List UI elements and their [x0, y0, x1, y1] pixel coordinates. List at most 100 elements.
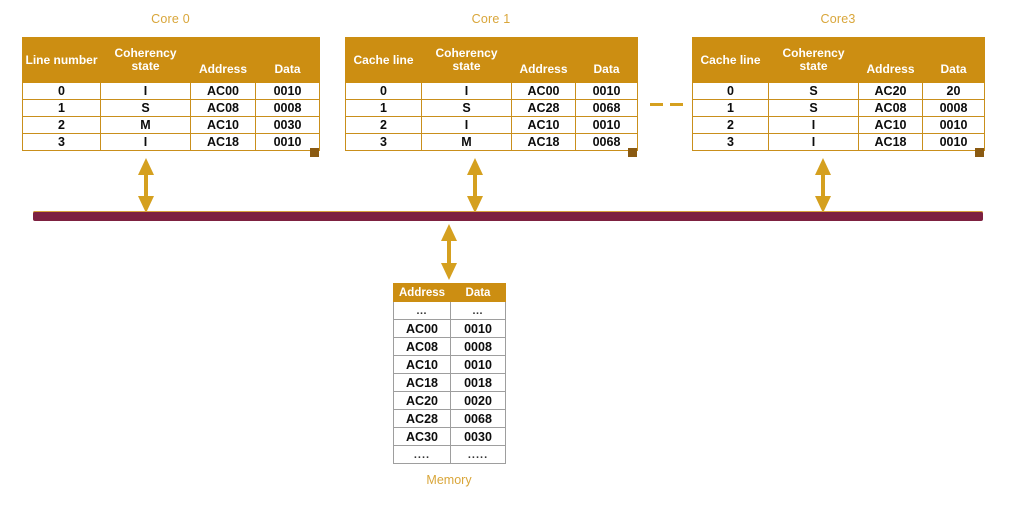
table-row: 1 S AC28 0068: [345, 99, 638, 117]
cell-data: 0010: [450, 319, 506, 338]
table-header-row: Line number Coherency state Address Data: [22, 37, 320, 83]
table-row: AC10 0010: [393, 355, 506, 374]
table-corner-shadow: [628, 148, 637, 157]
cell-address: AC10: [393, 355, 451, 374]
cell-line: 3: [22, 133, 101, 151]
cache-table-core-1: Cache line Coherency state Address Data …: [345, 37, 638, 151]
cell-state: S: [100, 99, 191, 117]
table-row: AC00 0010: [393, 319, 506, 338]
cell-address: AC20: [393, 391, 451, 410]
cell-data: 0068: [575, 133, 638, 151]
table-row: 0 S AC20 20: [692, 82, 985, 100]
column-header-coherency-state: Coherency state: [768, 37, 859, 83]
column-header-data: Data: [922, 37, 985, 83]
table-row: 1 S AC08 0008: [692, 99, 985, 117]
cell-address: AC28: [511, 99, 576, 117]
table-row: 2 I AC10 0010: [692, 116, 985, 134]
cell-data: .....: [450, 445, 506, 464]
cell-data: 0008: [922, 99, 985, 117]
cell-data: 0010: [922, 133, 985, 151]
column-header-address: Address: [393, 283, 451, 302]
column-header-data: Data: [575, 37, 638, 83]
cell-line: 0: [692, 82, 769, 100]
core-title-1: Core 1: [471, 12, 511, 26]
table-row: AC28 0068: [393, 409, 506, 428]
table-corner-shadow: [310, 148, 319, 157]
cell-state: M: [100, 116, 191, 134]
table-row: 3 I AC18 0010: [692, 133, 985, 151]
cell-state: I: [421, 116, 512, 134]
cell-address: AC08: [858, 99, 923, 117]
cell-address: AC00: [393, 319, 451, 338]
cell-address: AC18: [511, 133, 576, 151]
column-header-cache-line: Cache line: [345, 37, 422, 83]
column-header-address: Address: [858, 37, 923, 83]
cell-address: …: [393, 301, 451, 320]
column-header-data: Data: [450, 283, 506, 302]
table-row: … …: [393, 301, 506, 320]
cell-state: I: [768, 133, 859, 151]
cell-data: 0020: [450, 391, 506, 410]
table-header-row: Cache line Coherency state Address Data: [345, 37, 638, 83]
cell-data: 0008: [450, 337, 506, 356]
column-header-address: Address: [511, 37, 576, 83]
cell-state: M: [421, 133, 512, 151]
table-row: 1 S AC08 0008: [22, 99, 320, 117]
memory-label: Memory: [426, 473, 472, 487]
memory-block: Address Data … … AC00 0010 AC08 0008: [393, 283, 506, 487]
system-bus: [33, 211, 983, 221]
ellipsis-dashed-connector: [650, 103, 683, 106]
cell-line: 3: [345, 133, 422, 151]
cell-state: S: [421, 99, 512, 117]
cell-address: AC18: [190, 133, 256, 151]
table-header-row: Cache line Coherency state Address Data: [692, 37, 985, 83]
cell-address: AC30: [393, 427, 451, 446]
cell-address: AC18: [858, 133, 923, 151]
column-header-data: Data: [255, 37, 320, 83]
table-row: 0 I AC00 0010: [345, 82, 638, 100]
cell-line: 2: [345, 116, 422, 134]
cell-data: 20: [922, 82, 985, 100]
cell-line: 0: [22, 82, 101, 100]
cell-line: 2: [22, 116, 101, 134]
core-title-3: Core3: [820, 12, 856, 26]
table-row: 3 I AC18 0010: [22, 133, 320, 151]
cell-data: 0010: [922, 116, 985, 134]
cell-line: 0: [345, 82, 422, 100]
bidirectional-arrow-core-1-to-bus: [463, 158, 487, 213]
cell-address: AC10: [858, 116, 923, 134]
cell-address: AC00: [190, 82, 256, 100]
cell-address: AC18: [393, 373, 451, 392]
cell-data: 0030: [450, 427, 506, 446]
dash-segment: [650, 103, 663, 106]
table-row: AC18 0018: [393, 373, 506, 392]
column-header-coherency-state: Coherency state: [100, 37, 191, 83]
cell-line: 3: [692, 133, 769, 151]
bidirectional-arrow-core-3-to-bus: [811, 158, 835, 213]
cell-line: 2: [692, 116, 769, 134]
cell-data: 0010: [255, 82, 320, 100]
cell-address: ....: [393, 445, 451, 464]
cell-state: I: [768, 116, 859, 134]
column-header-coherency-state: Coherency state: [421, 37, 512, 83]
table-row: AC20 0020: [393, 391, 506, 410]
cell-state: S: [768, 82, 859, 100]
cell-data: 0018: [450, 373, 506, 392]
cell-address: AC28: [393, 409, 451, 428]
cell-data: 0030: [255, 116, 320, 134]
bidirectional-arrow-core-0-to-bus: [134, 158, 158, 213]
cell-data: 0008: [255, 99, 320, 117]
cell-address: AC20: [858, 82, 923, 100]
column-header-address: Address: [190, 37, 256, 83]
core-title-0: Core 0: [151, 12, 190, 26]
cell-address: AC10: [511, 116, 576, 134]
table-row: 3 M AC18 0068: [345, 133, 638, 151]
cell-address: AC10: [190, 116, 256, 134]
memory-table: Address Data … … AC00 0010 AC08 0008: [393, 283, 506, 464]
cell-address: AC08: [393, 337, 451, 356]
bidirectional-arrow-bus-to-memory: [437, 224, 461, 280]
table-corner-shadow: [975, 148, 984, 157]
cell-data: 0068: [450, 409, 506, 428]
cell-line: 1: [345, 99, 422, 117]
